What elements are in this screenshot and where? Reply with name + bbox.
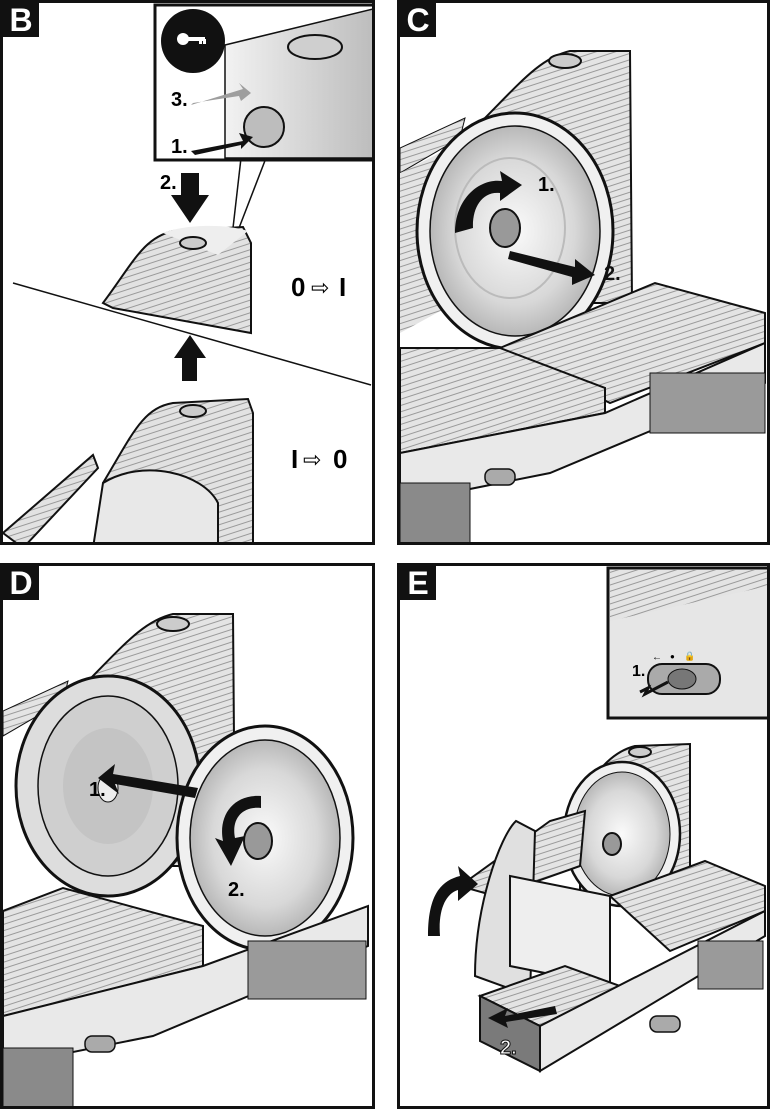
blade-hub: [602, 832, 622, 856]
arrow-step3: [191, 83, 251, 105]
step-3-label: 3.: [171, 89, 188, 111]
lock-symbol-lock: 🔒: [684, 651, 695, 661]
panel-d: D 1. 2.: [0, 563, 375, 1109]
arrow-step1: [191, 133, 253, 155]
safety-switch: [84, 1035, 116, 1053]
foot-right: [247, 940, 367, 1000]
pull-arrow: [508, 251, 595, 285]
panel-b: B 3. 1. 2. 0 ⇨ I: [0, 0, 375, 545]
fold-arrow: [428, 866, 478, 936]
rotate-arrow: [455, 171, 522, 233]
panel-letter: E: [400, 566, 436, 600]
slice-tray: [3, 886, 204, 1018]
foot-right: [697, 940, 764, 990]
panel-letter: C: [400, 3, 436, 37]
lock-button: [243, 106, 285, 148]
divider-line: [12, 282, 372, 386]
blade-hub: [243, 822, 273, 860]
step-1-label: 1.: [538, 174, 555, 196]
foot-left: [400, 482, 471, 542]
switch-off-to: 0: [333, 444, 347, 474]
safety-switch: [649, 1015, 681, 1033]
arrow-down: [171, 173, 209, 223]
step-2-label: 2.: [228, 879, 245, 901]
switch-off-arrow: ⇨: [303, 447, 321, 472]
switch-on-from: 0: [291, 272, 305, 302]
panel-c-illustration: 1. 2.: [400, 50, 766, 542]
switch-on-to: I: [339, 272, 346, 302]
step-2-label: 2.: [500, 1037, 517, 1059]
pull-arrow: [488, 1006, 557, 1028]
lock-symbol-dot: ●: [670, 652, 675, 661]
panel-e: E ← ● 🔒 1. 2.: [397, 563, 770, 1109]
step-2-label: 2.: [604, 263, 621, 285]
panel-letter: B: [3, 3, 39, 37]
foot-left: [3, 1047, 74, 1106]
panel-d-illustration: 1. 2.: [3, 613, 369, 1106]
panel-e-illustration: ← ● 🔒 1. 2.: [428, 566, 767, 1073]
blade-hub: [489, 208, 521, 248]
switch-on-arrow: ⇨: [311, 275, 329, 300]
food-carriage: [608, 859, 766, 953]
key-icon: [177, 33, 206, 45]
panel-b-illustration: 3. 1. 2. 0 ⇨ I I ⇨ 0: [3, 3, 372, 542]
insert-arrow: [98, 764, 198, 798]
switch-off-from: I: [291, 444, 298, 474]
safety-switch: [484, 468, 516, 486]
step-2-label: 2.: [160, 172, 177, 194]
panel-c: C 1. 2.: [397, 0, 770, 545]
rotate-arrow: [215, 795, 261, 866]
slice-tray: [400, 347, 606, 455]
step-1-label: 1.: [632, 663, 645, 680]
step-1-label: 1.: [89, 779, 106, 801]
slicer-housing-upper: [101, 225, 252, 335]
foot-right: [649, 372, 766, 434]
step-1-label: 1.: [171, 136, 188, 158]
blade: [573, 771, 671, 897]
lock-symbol-arrow: ←: [652, 652, 662, 663]
panel-letter: D: [3, 566, 39, 600]
slide-arrow: [639, 680, 669, 698]
arrow-up: [174, 335, 206, 381]
